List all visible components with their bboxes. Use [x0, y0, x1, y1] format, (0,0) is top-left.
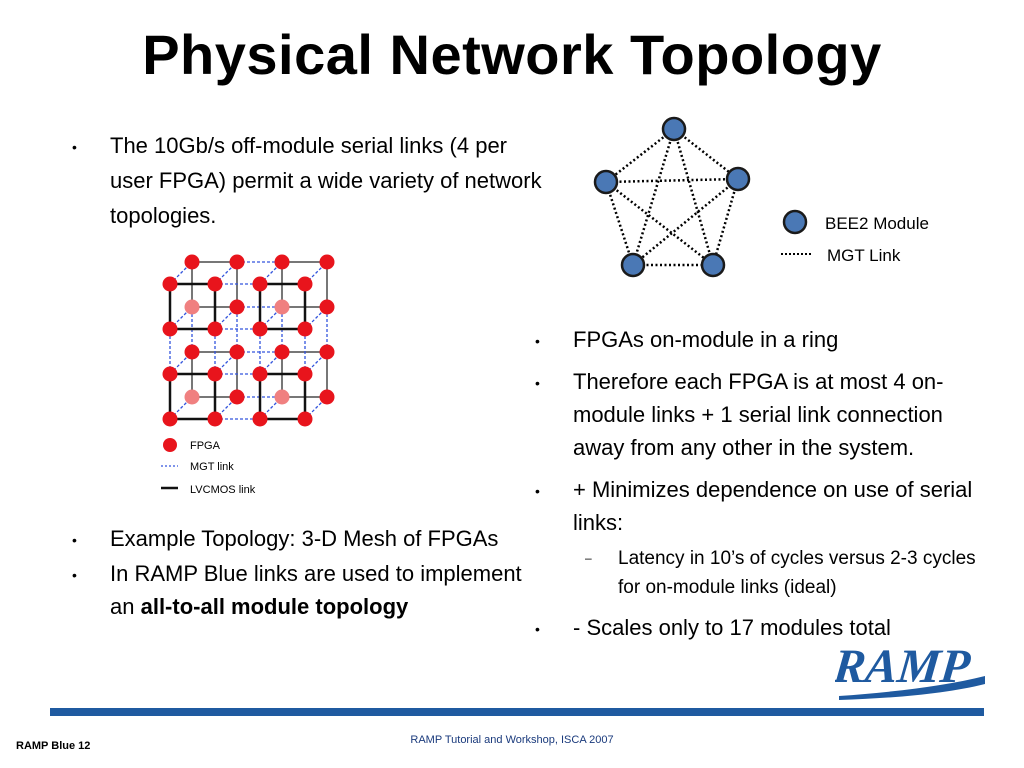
bullet-icon: •: [535, 483, 540, 499]
fpga-node: [319, 344, 335, 360]
fpga-node: [162, 276, 178, 292]
fpga-node: [319, 299, 335, 315]
bee2-module-node: [700, 252, 726, 278]
fpga-node: [297, 411, 313, 427]
legend-fpga-label: FPGA: [190, 440, 221, 452]
bullet-text: The 10Gb/s off-module serial links (4 pe…: [110, 133, 542, 228]
fpga-node: [184, 254, 200, 270]
fpga-node: [184, 299, 200, 315]
fpga-node: [184, 389, 200, 405]
fpga-node: [297, 321, 313, 337]
left-top-bullets: • The 10Gb/s off-module serial links (4 …: [72, 128, 542, 233]
bullet-text: - Scales only to 17 modules total: [573, 615, 891, 640]
bullet-text: Therefore each FPGA is at most 4 on-modu…: [573, 369, 944, 460]
bullet-item: • The 10Gb/s off-module serial links (4 …: [72, 128, 542, 233]
slide-title: Physical Network Topology: [142, 23, 882, 86]
fpga-node: [274, 389, 290, 405]
bullet-text: Example Topology: 3-D Mesh of FPGAs: [110, 526, 499, 551]
bullet-item: • FPGAs on-module in a ring: [533, 323, 983, 356]
bullet-icon: •: [535, 375, 540, 391]
ramp-logo: RAMP: [835, 640, 985, 700]
fpga-node: [252, 276, 268, 292]
left-bottom-bullets: • Example Topology: 3-D Mesh of FPGAs • …: [72, 522, 542, 625]
fpga-node: [274, 299, 290, 315]
bullet-icon: •: [72, 139, 77, 155]
bee2-module-node: [725, 166, 751, 192]
bullet-item: • In RAMP Blue links are used to impleme…: [72, 557, 542, 623]
fpga-node: [252, 366, 268, 382]
fpga-node: [319, 389, 335, 405]
legend-module-icon: [782, 209, 808, 235]
legend-module-label: BEE2 Module: [825, 214, 929, 233]
sub-bullet-icon: –: [585, 551, 592, 565]
fpga-node: [162, 321, 178, 337]
fpga-node: [297, 276, 313, 292]
mgt-link-line: [632, 178, 739, 266]
footer-center-text: RAMP Tutorial and Workshop, ISCA 2007: [410, 734, 614, 746]
bee2-module-node: [620, 252, 646, 278]
fpga-node: [162, 366, 178, 382]
footer-bar: [50, 708, 984, 716]
mgt-link-line: [672, 128, 715, 266]
fpga-node: [274, 254, 290, 270]
mgt-link-line: [673, 128, 739, 180]
fpga-node: [319, 254, 335, 270]
bee2-module-node: [661, 116, 687, 142]
fpga-node: [162, 411, 178, 427]
fpga-node: [207, 321, 223, 337]
footer-slide-number: RAMP Blue 12: [16, 740, 91, 752]
mgt-link-line: [604, 181, 635, 266]
legend-lvcmos-label: LVCMOS link: [190, 484, 256, 496]
sub-bullet-item: – Latency in 10’s of cycles versus 2-3 c…: [533, 544, 983, 602]
fpga-node: [229, 344, 245, 360]
legend-mgt-label: MGT link: [190, 461, 234, 473]
fpga-node: [207, 411, 223, 427]
bullet-bold-text: all-to-all module topology: [140, 594, 409, 619]
fpga-node: [207, 276, 223, 292]
fpga-node: [229, 254, 245, 270]
bullet-item: • - Scales only to 17 modules total: [533, 611, 983, 644]
right-bullets: • FPGAs on-module in a ring • Therefore …: [533, 323, 983, 653]
bullet-icon: •: [535, 333, 540, 349]
legend-link-label: MGT Link: [827, 246, 901, 265]
mgt-link-line: [605, 177, 739, 184]
mgt-link-line: [605, 181, 714, 266]
bullet-text: + Minimizes dependence on use of serial …: [573, 477, 973, 535]
bullet-text: In RAMP Blue links are used to implement…: [110, 561, 522, 619]
fpga-node: [297, 366, 313, 382]
fpga-node: [229, 299, 245, 315]
logo-swoosh: [839, 676, 985, 700]
fpga-node: [252, 321, 268, 337]
bullet-item: • Therefore each FPGA is at most 4 on-mo…: [533, 365, 983, 464]
fpga-node: [229, 389, 245, 405]
fpga-node: [252, 411, 268, 427]
mgt-link-line: [711, 178, 740, 266]
bullet-item: • + Minimizes dependence on use of seria…: [533, 473, 983, 539]
fpga-node: [274, 344, 290, 360]
sub-bullet-text: Latency in 10’s of cycles versus 2-3 cyc…: [618, 548, 976, 598]
bee2-module-node: [593, 169, 619, 195]
bullet-icon: •: [72, 567, 77, 583]
bullet-icon: •: [535, 621, 540, 637]
legend-fpga-icon: [163, 438, 177, 452]
fpga-node: [184, 344, 200, 360]
mgt-link-line: [605, 128, 675, 183]
bullet-icon: •: [72, 532, 77, 548]
bullet-item: • Example Topology: 3-D Mesh of FPGAs: [72, 522, 542, 555]
mgt-link-line: [631, 128, 676, 266]
fpga-node: [207, 366, 223, 382]
bullet-text: FPGAs on-module in a ring: [573, 327, 839, 352]
